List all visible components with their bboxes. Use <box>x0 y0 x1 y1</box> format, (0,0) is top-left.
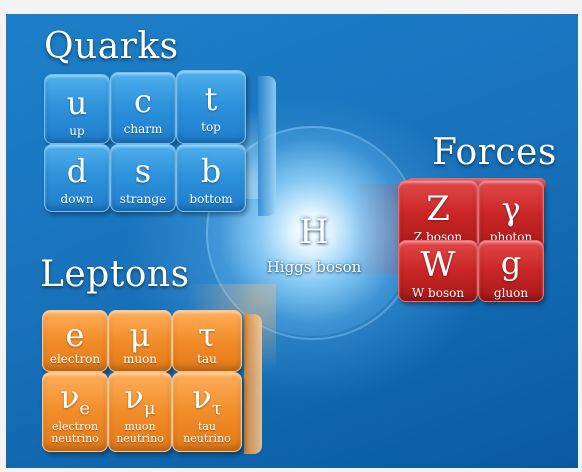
particle-symbol: νe <box>59 378 91 419</box>
particle-electron: e electron <box>42 310 108 372</box>
particle-symbol: μ <box>129 316 151 354</box>
particle-electron-neutrino: νe electron neutrino <box>42 372 108 452</box>
particle-name: up <box>69 124 85 138</box>
particle-tau: τ tau <box>172 310 242 372</box>
particle-gluon: g gluon <box>478 240 544 302</box>
quarks-block-side <box>258 76 276 216</box>
particle-symbol: ντ <box>192 378 222 419</box>
particle-symbol: W <box>420 245 456 285</box>
particle-name-line2: neutrino <box>183 432 231 445</box>
particle-symbol: e <box>65 316 85 354</box>
particle-symbol: b <box>200 152 222 190</box>
forces-heading: Forces <box>432 132 557 173</box>
particle-muon: μ muon <box>108 310 172 372</box>
particle-top-quark: t top <box>176 70 246 144</box>
particle-name: down <box>60 192 94 206</box>
leptons-block-side <box>244 314 262 454</box>
quarks-heading: Quarks <box>44 26 179 67</box>
particle-muon-neutrino: νμ muon neutrino <box>108 372 172 452</box>
particle-subscript: e <box>79 398 91 419</box>
particle-strange-quark: s strange <box>110 144 176 212</box>
particle-symbol: g <box>500 244 522 282</box>
leptons-heading: Leptons <box>40 254 190 295</box>
standard-model-diagram: Quarks u up c charm t top d down s stran… <box>6 14 578 468</box>
higgs-name: Higgs boson <box>266 258 362 276</box>
particle-symbol: νμ <box>124 378 156 419</box>
particle-bottom-quark: b bottom <box>176 144 246 212</box>
particle-subscript: μ <box>143 398 156 419</box>
particle-symbol: u <box>66 84 88 122</box>
particle-name: gluon <box>493 286 529 300</box>
particle-up-quark: u up <box>44 74 110 144</box>
particle-name-line2: neutrino <box>116 432 164 445</box>
higgs-symbol: H <box>299 212 329 252</box>
particle-name-line1: muon <box>124 420 156 433</box>
particle-name-line2: neutrino <box>51 432 99 445</box>
particle-tau-neutrino: ντ tau neutrino <box>172 372 242 452</box>
particle-charm-quark: c charm <box>110 72 176 144</box>
particle-w-boson: W W boson <box>398 240 478 302</box>
particle-name: bottom <box>189 192 233 206</box>
particle-z-boson: Z Z boson <box>398 180 478 250</box>
particle-subscript: τ <box>211 398 222 419</box>
particle-down-quark: d down <box>44 144 110 212</box>
particle-name-line1: tau <box>197 420 217 433</box>
particle-symbol: s <box>134 152 152 190</box>
particle-symbol: Z <box>426 189 450 229</box>
particle-name: muon <box>122 352 158 366</box>
particle-name: charm <box>123 122 163 136</box>
particle-symbol: c <box>134 82 152 120</box>
particle-symbol: d <box>66 152 88 190</box>
particle-name-line1: electron <box>51 420 99 433</box>
particle-name: electron <box>49 352 101 366</box>
particle-name: top <box>201 120 221 134</box>
particle-symbol: τ <box>198 316 216 354</box>
particle-name: tau <box>197 352 217 366</box>
particle-symbol: t <box>204 80 218 118</box>
particle-name: strange <box>119 192 167 206</box>
particle-symbol: γ <box>501 190 521 228</box>
particle-name: W boson <box>411 286 465 300</box>
